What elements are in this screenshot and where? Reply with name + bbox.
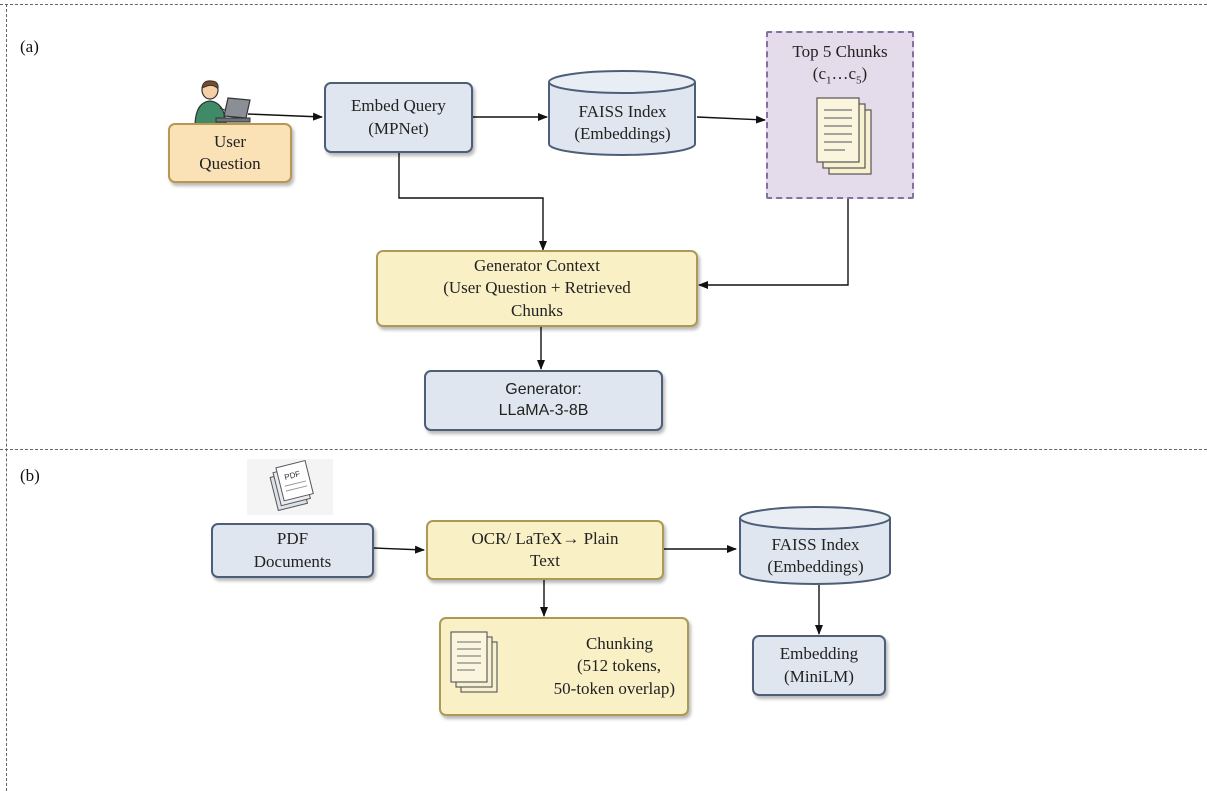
embedding-line2: (MiniLM) — [784, 666, 854, 686]
embed-query-line2: (MPNet) — [368, 118, 429, 138]
panel-a-label: (a) — [20, 37, 39, 56]
embed-query-box: Embed Query (MPNet) — [324, 82, 473, 153]
ocr-line1: OCR/ LaTeX→ Plain — [471, 528, 619, 548]
arrow-top-to-context — [698, 199, 849, 289]
pdf-documents-box: PDF Documents — [211, 523, 374, 578]
document-stack-icon — [450, 631, 498, 693]
embedding-line1: Embedding — [779, 644, 859, 664]
frame-divider — [0, 449, 1207, 450]
pdf-documents-line1: PDF — [276, 529, 309, 549]
arrow-user-to-embed — [247, 112, 323, 121]
pdf-icon-label: PDF — [283, 469, 301, 482]
pdf-documents-line2: Documents — [253, 551, 332, 571]
panel-b-label: (b) — [20, 466, 40, 485]
user-question-line2: Question — [199, 154, 261, 173]
top-chunks-title: Top 5 Chunks — [792, 42, 888, 61]
faiss-index-a: FAISS Index (Embeddings) — [547, 70, 698, 160]
document-stack-icon — [816, 97, 872, 175]
top-chunks-range: (c1…c5) — [812, 64, 868, 87]
generator-line1: Generator: — [505, 380, 582, 398]
user-question-line1: User — [213, 131, 247, 151]
arrow-pdf-to-ocr — [373, 545, 425, 554]
generator-context-line2: (User Question + Retrieved — [443, 278, 631, 298]
arrow-embed-to-context — [398, 152, 547, 251]
generator-context-line3: Chunks — [511, 300, 563, 320]
faiss-a-line2: (Embeddings) — [574, 124, 671, 144]
faiss-index-b: FAISS Index (Embeddings) — [738, 506, 893, 588]
chunking-line2: (512 tokens, — [576, 656, 661, 676]
generator-context-line1: Generator Context — [473, 256, 601, 276]
chunking-line3: 50-token overlap) — [553, 678, 675, 698]
generator-context-box: Generator Context (User Question + Retri… — [376, 250, 698, 327]
user-question-box: User Question — [168, 123, 292, 183]
chunking-line1: Chunking — [585, 634, 653, 654]
ocr-line2: Text — [530, 551, 560, 570]
database-cylinder-icon — [739, 506, 891, 585]
pdf-files-icon: PDF — [247, 459, 333, 515]
generator-line2: LLaMA-3-8B — [498, 401, 589, 419]
embed-query-line1: Embed Query — [351, 96, 446, 116]
embedding-box: Embedding (MiniLM) — [752, 635, 886, 696]
faiss-a-line1: FAISS Index — [578, 102, 667, 121]
database-cylinder-icon — [548, 70, 696, 156]
faiss-b-line1: FAISS Index — [771, 535, 860, 554]
faiss-b-line2: (Embeddings) — [767, 557, 864, 577]
ocr-box: OCR/ LaTeX→ Plain Text — [426, 520, 664, 580]
generator-box: Generator: LLaMA-3-8B — [424, 370, 663, 431]
frame-left — [6, 4, 7, 791]
user-at-laptop-icon — [194, 80, 251, 125]
frame-top — [0, 4, 1207, 5]
arrow-faiss-to-top — [696, 115, 766, 124]
